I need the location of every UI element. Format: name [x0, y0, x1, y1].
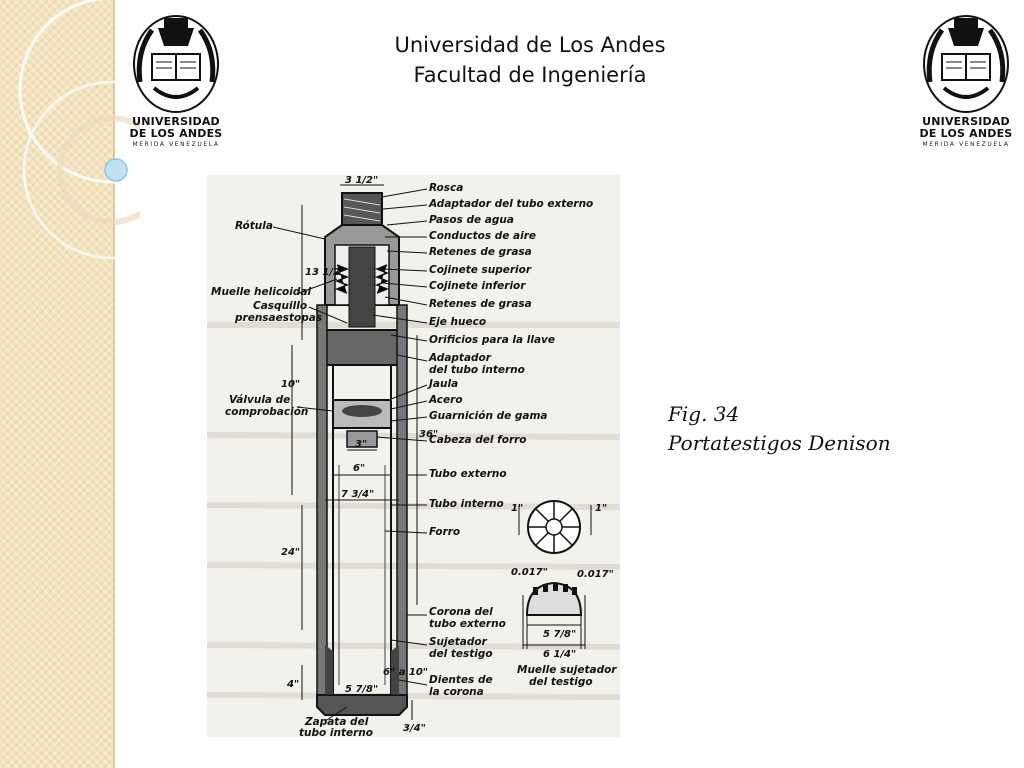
dim-width-7-3-4: 7 3/4" [341, 489, 374, 500]
label-tubo-externo-2: tubo externo [429, 618, 506, 630]
label-cojinete-superior: Cojinete superior [429, 264, 532, 276]
label-eje-hueco: Eje hueco [429, 316, 486, 328]
detail-left-dim: 1" [511, 503, 523, 514]
label-rotula: Rótula [235, 220, 273, 232]
dim-top-width: 3 1/2" [345, 175, 378, 186]
dim-height-6a10: 6" a 10" [383, 667, 428, 678]
label-tubo-interno: Tubo interno [429, 498, 504, 510]
logo-text-line1: UNIVERSIDAD [132, 115, 220, 128]
detail-caption-line2: del testigo [529, 676, 593, 688]
label-conductos-de-aire: Conductos de aire [429, 230, 536, 242]
label-tubo-interno-zapata: tubo interno [299, 727, 373, 737]
label-cojinete-inferior: Cojinete inferior [429, 280, 526, 292]
university-logo-left: UNIVERSIDAD DE LOS ANDES MERIDA VENEZUEL… [128, 12, 224, 152]
label-comprobacion: comprobación [225, 406, 308, 418]
label-sujetador: Sujetador [429, 636, 488, 648]
logo-text-line3: MERIDA VENEZUELA [922, 141, 1010, 148]
label-dientes-de: Dientes de [429, 674, 493, 686]
logo-text-line1: UNIVERSIDAD [922, 115, 1010, 128]
dim-bottom-width: 5 7/8" [345, 684, 378, 695]
spring-side-section [522, 581, 586, 649]
label-zapata-del: Zapata del [304, 716, 369, 728]
label-cabeza-del-forro: Cabeza del forro [429, 434, 527, 446]
label-corona-del: Corona del [429, 606, 493, 618]
logo-text-line2: DE LOS ANDES [919, 127, 1013, 140]
label-acero: Acero [428, 394, 463, 406]
dim-height-36: 36" [419, 429, 438, 440]
label-retenes-de-grasa-1: Retenes de grasa [429, 246, 532, 258]
side-band [0, 0, 115, 768]
bead-icon [104, 158, 128, 182]
label-rosca: Rosca [429, 182, 463, 194]
detail-width-inner: 5 7/8" [543, 629, 576, 640]
figure-caption: Fig. 34 Portatestigos Denison [668, 400, 891, 458]
label-del-testigo: del testigo [429, 648, 493, 660]
dim-height-3-4: 3/4" [403, 723, 426, 734]
core-barrel-figure: Rosca Adaptador del tubo externo Pasos d… [207, 175, 620, 737]
label-del-tubo-interno: del tubo interno [429, 364, 525, 376]
dim-height-24: 24" [281, 547, 300, 558]
page-header: Universidad de Los Andes Facultad de Ing… [330, 30, 730, 90]
detail-gap-left: 0.017" [511, 567, 548, 578]
logo-text-line2: DE LOS ANDES [129, 127, 223, 140]
label-la-corona: la corona [429, 686, 484, 698]
label-adaptador: Adaptador [428, 352, 492, 364]
label-orificios-llave: Orificios para la llave [429, 334, 555, 346]
logo-text-line3: MERIDA VENEZUELA [132, 141, 220, 148]
figure-number: Fig. 34 [668, 402, 740, 426]
dim-mid-height: 10" [281, 379, 300, 390]
label-muelle-helicoidal: Muelle helicoidal [211, 286, 311, 298]
detail-width-outer: 6 1/4" [543, 649, 576, 660]
detail-gap-right: 0.017" [577, 569, 614, 580]
figure-title: Portatestigos Denison [668, 431, 891, 455]
label-prensaestopas: prensaestopas [234, 312, 322, 324]
core-barrel-diagram: Rosca Adaptador del tubo externo Pasos d… [207, 175, 620, 737]
detail-right-dim: 1" [595, 503, 607, 514]
dim-width-6: 6" [353, 463, 365, 474]
dim-height-4: 4" [286, 679, 299, 690]
dim-upper-height: 13 1/2" [305, 267, 345, 278]
decorative-rings [18, 0, 140, 260]
university-logo-right: UNIVERSIDAD DE LOS ANDES MERIDA VENEZUEL… [918, 12, 1014, 152]
label-adaptador-tubo-externo: Adaptador del tubo externo [428, 198, 593, 210]
university-seal-icon [133, 15, 219, 113]
university-name: Universidad de Los Andes [394, 33, 666, 57]
spring-cross-section [518, 500, 592, 554]
detail-caption-line1: Muelle sujetador [517, 664, 617, 676]
label-valvula-de: Válvula de [229, 394, 290, 406]
label-tubo-externo: Tubo externo [429, 468, 507, 480]
university-seal-icon [923, 15, 1009, 113]
label-casquillo: Casquillo [253, 300, 307, 312]
label-retenes-de-grasa-2: Retenes de grasa [429, 298, 532, 310]
faculty-name: Facultad de Ingeniería [413, 63, 647, 87]
dim-inner-width: 3" [355, 439, 367, 450]
label-jaula: Jaula [427, 378, 458, 390]
label-forro: Forro [429, 526, 460, 538]
label-pasos-de-agua: Pasos de agua [429, 214, 514, 226]
label-guarnicion-de-gama: Guarnición de gama [429, 410, 548, 422]
